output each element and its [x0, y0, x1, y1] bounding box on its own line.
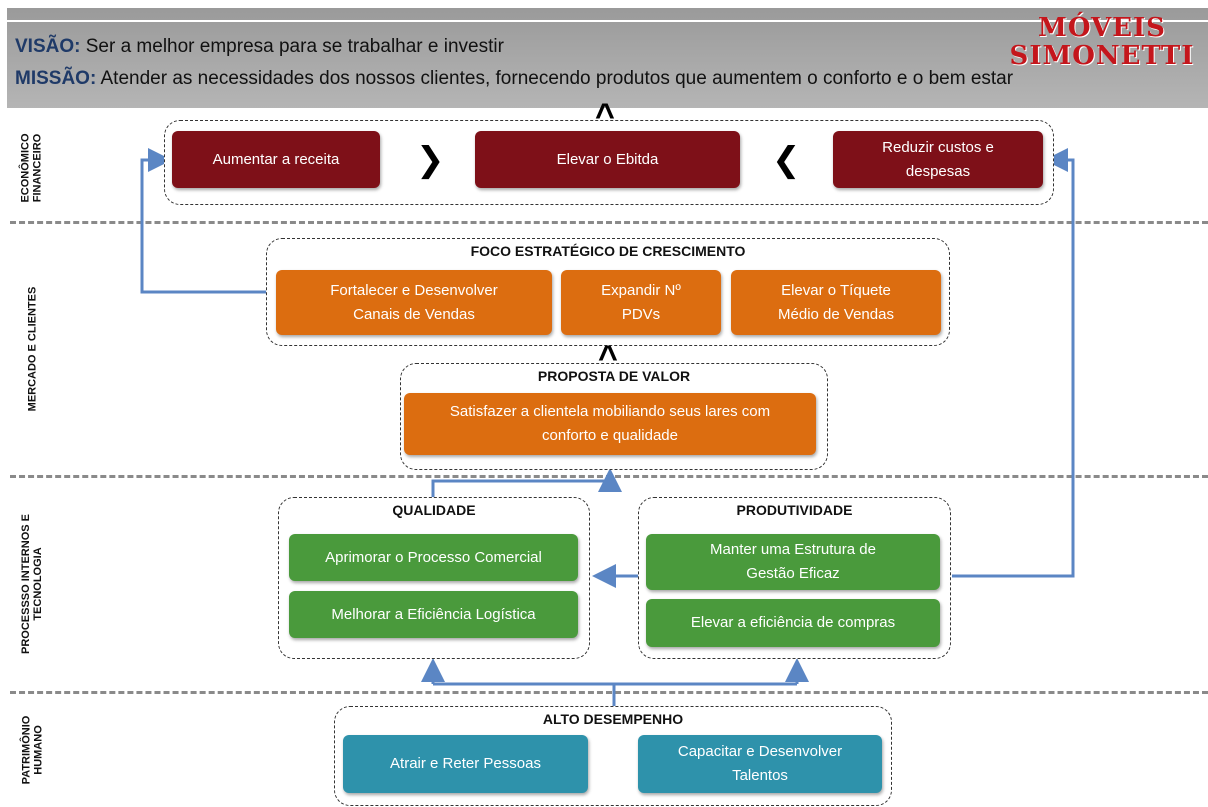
logo-line-1: MÓVEIS — [1038, 13, 1166, 43]
value-proposition-title: PROPOSTA DE VALOR — [537, 368, 691, 384]
purchasing-box: Elevar a eficiência de compras — [646, 599, 940, 647]
mission-statement: MISSÃO: Atender as necessidades dos noss… — [15, 68, 1013, 90]
mission-text: Atender as necessidades dos nossos clien… — [96, 68, 1014, 89]
value-statement-box: Satisfazer a clientela mobiliando seus l… — [404, 393, 816, 455]
chevron-up-icon: ^ — [595, 97, 615, 135]
productivity-title: PRODUTIVIDADE — [736, 502, 853, 518]
pdvs-box: Expandir Nº PDVs — [561, 270, 721, 335]
increase-revenue-box: Aumentar a receita — [172, 131, 380, 188]
header-banner: VISÃO: Ser a melhor empresa para se trab… — [7, 8, 1208, 108]
divider-processes — [10, 691, 1208, 694]
attract-retain-box: Atrair e Reter Pessoas — [343, 735, 588, 793]
logo-line-2: SIMONETTI — [1009, 41, 1195, 71]
header-rule — [7, 20, 1208, 22]
high-performance-title: ALTO DESEMPENHO — [542, 711, 684, 727]
quality-title: QUALIDADE — [392, 502, 476, 518]
vision-text: Ser a melhor empresa para se trabalhar e… — [80, 36, 504, 57]
management-structure-box: Manter uma Estrutura de Gestão Eficaz — [646, 534, 940, 590]
commercial-process-box: Aprimorar o Processo Comercial — [289, 534, 578, 581]
develop-talents-box: Capacitar e Desenvolver Talentos — [638, 735, 882, 793]
chevron-left-icon: ❮ — [772, 141, 801, 179]
mission-label: MISSÃO: — [15, 68, 97, 89]
arrow-channels-to-revenue — [140, 148, 276, 294]
arrow-structure-to-costs — [952, 148, 1075, 578]
vision-label: VISÃO: — [15, 36, 81, 57]
logistics-box: Melhorar a Eficiência Logística — [289, 591, 578, 638]
ticket-box: Elevar o Tíquete Médio de Vendas — [731, 270, 941, 335]
channels-box: Fortalecer e Desenvolver Canais de Venda… — [276, 270, 552, 335]
divider-financial — [10, 221, 1208, 224]
arrow-quality-to-value — [431, 468, 622, 497]
company-logo: MÓVEIS SIMONETTI — [1002, 14, 1202, 76]
chevron-right-icon: ❯ — [416, 141, 445, 179]
vision-statement: VISÃO: Ser a melhor empresa para se trab… — [15, 36, 504, 58]
growth-focus-title: FOCO ESTRATÉGICO DE CRESCIMENTO — [470, 243, 746, 259]
raise-ebitda-box: Elevar o Ebitda — [475, 131, 740, 188]
reduce-costs-box: Reduzir custos e despesas — [833, 131, 1043, 188]
